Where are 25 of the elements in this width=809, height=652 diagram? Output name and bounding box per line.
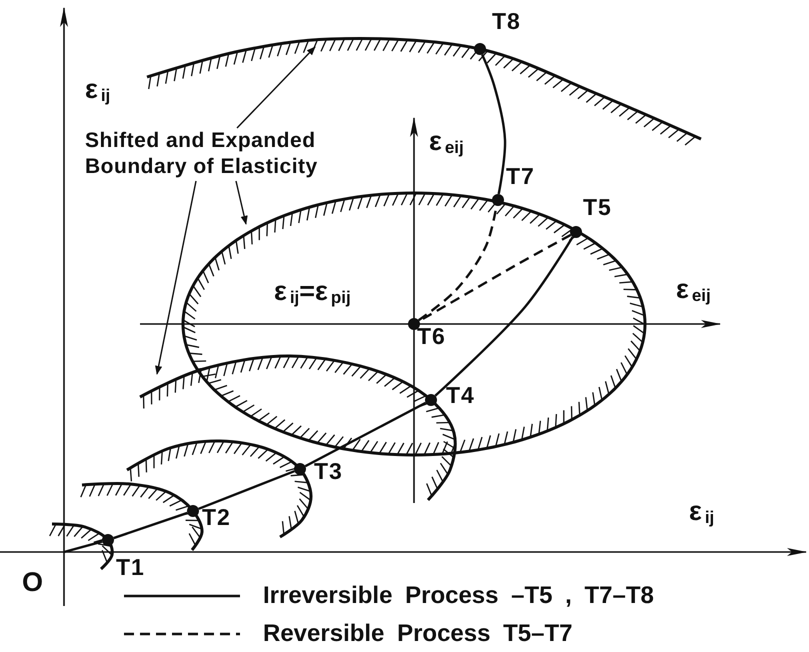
- legend-text: Irreversible Process –T5 , T7–T8: [263, 582, 654, 610]
- irreversible-path: [481, 54, 506, 194]
- axis-label: ε$_{ij}$: [85, 74, 110, 107]
- irreversible-path: [434, 236, 574, 397]
- point-label: T5: [583, 195, 612, 219]
- irreversible-path: [113, 512, 188, 540]
- axis-label: ε$_{ij}$: [689, 496, 714, 529]
- point-label: T4: [446, 383, 475, 407]
- annotation-text: Shifted and Expanded Boundary of Elasticity: [85, 128, 319, 180]
- irreversible-path: [64, 540, 103, 554]
- axis-label: ε$_{eij}$: [429, 126, 464, 159]
- origin-label: O: [22, 567, 44, 597]
- point-label: T2: [202, 505, 231, 529]
- point-label: T1: [116, 555, 145, 579]
- point-label: T3: [314, 459, 343, 483]
- axis-label: ε$_{eij}$: [676, 274, 711, 307]
- leader-line: [235, 180, 248, 225]
- point-label: T7: [506, 164, 535, 188]
- point-label: T8: [492, 9, 521, 33]
- leader-line: [236, 46, 316, 128]
- axis-label: ε$_{ij}$=ε$_{pij}$: [274, 276, 351, 309]
- leader-line: [155, 180, 197, 375]
- point-label: T6: [417, 324, 446, 348]
- irreversible-path: [304, 402, 426, 468]
- legend-text: Reversible Process T5–T7: [263, 620, 573, 648]
